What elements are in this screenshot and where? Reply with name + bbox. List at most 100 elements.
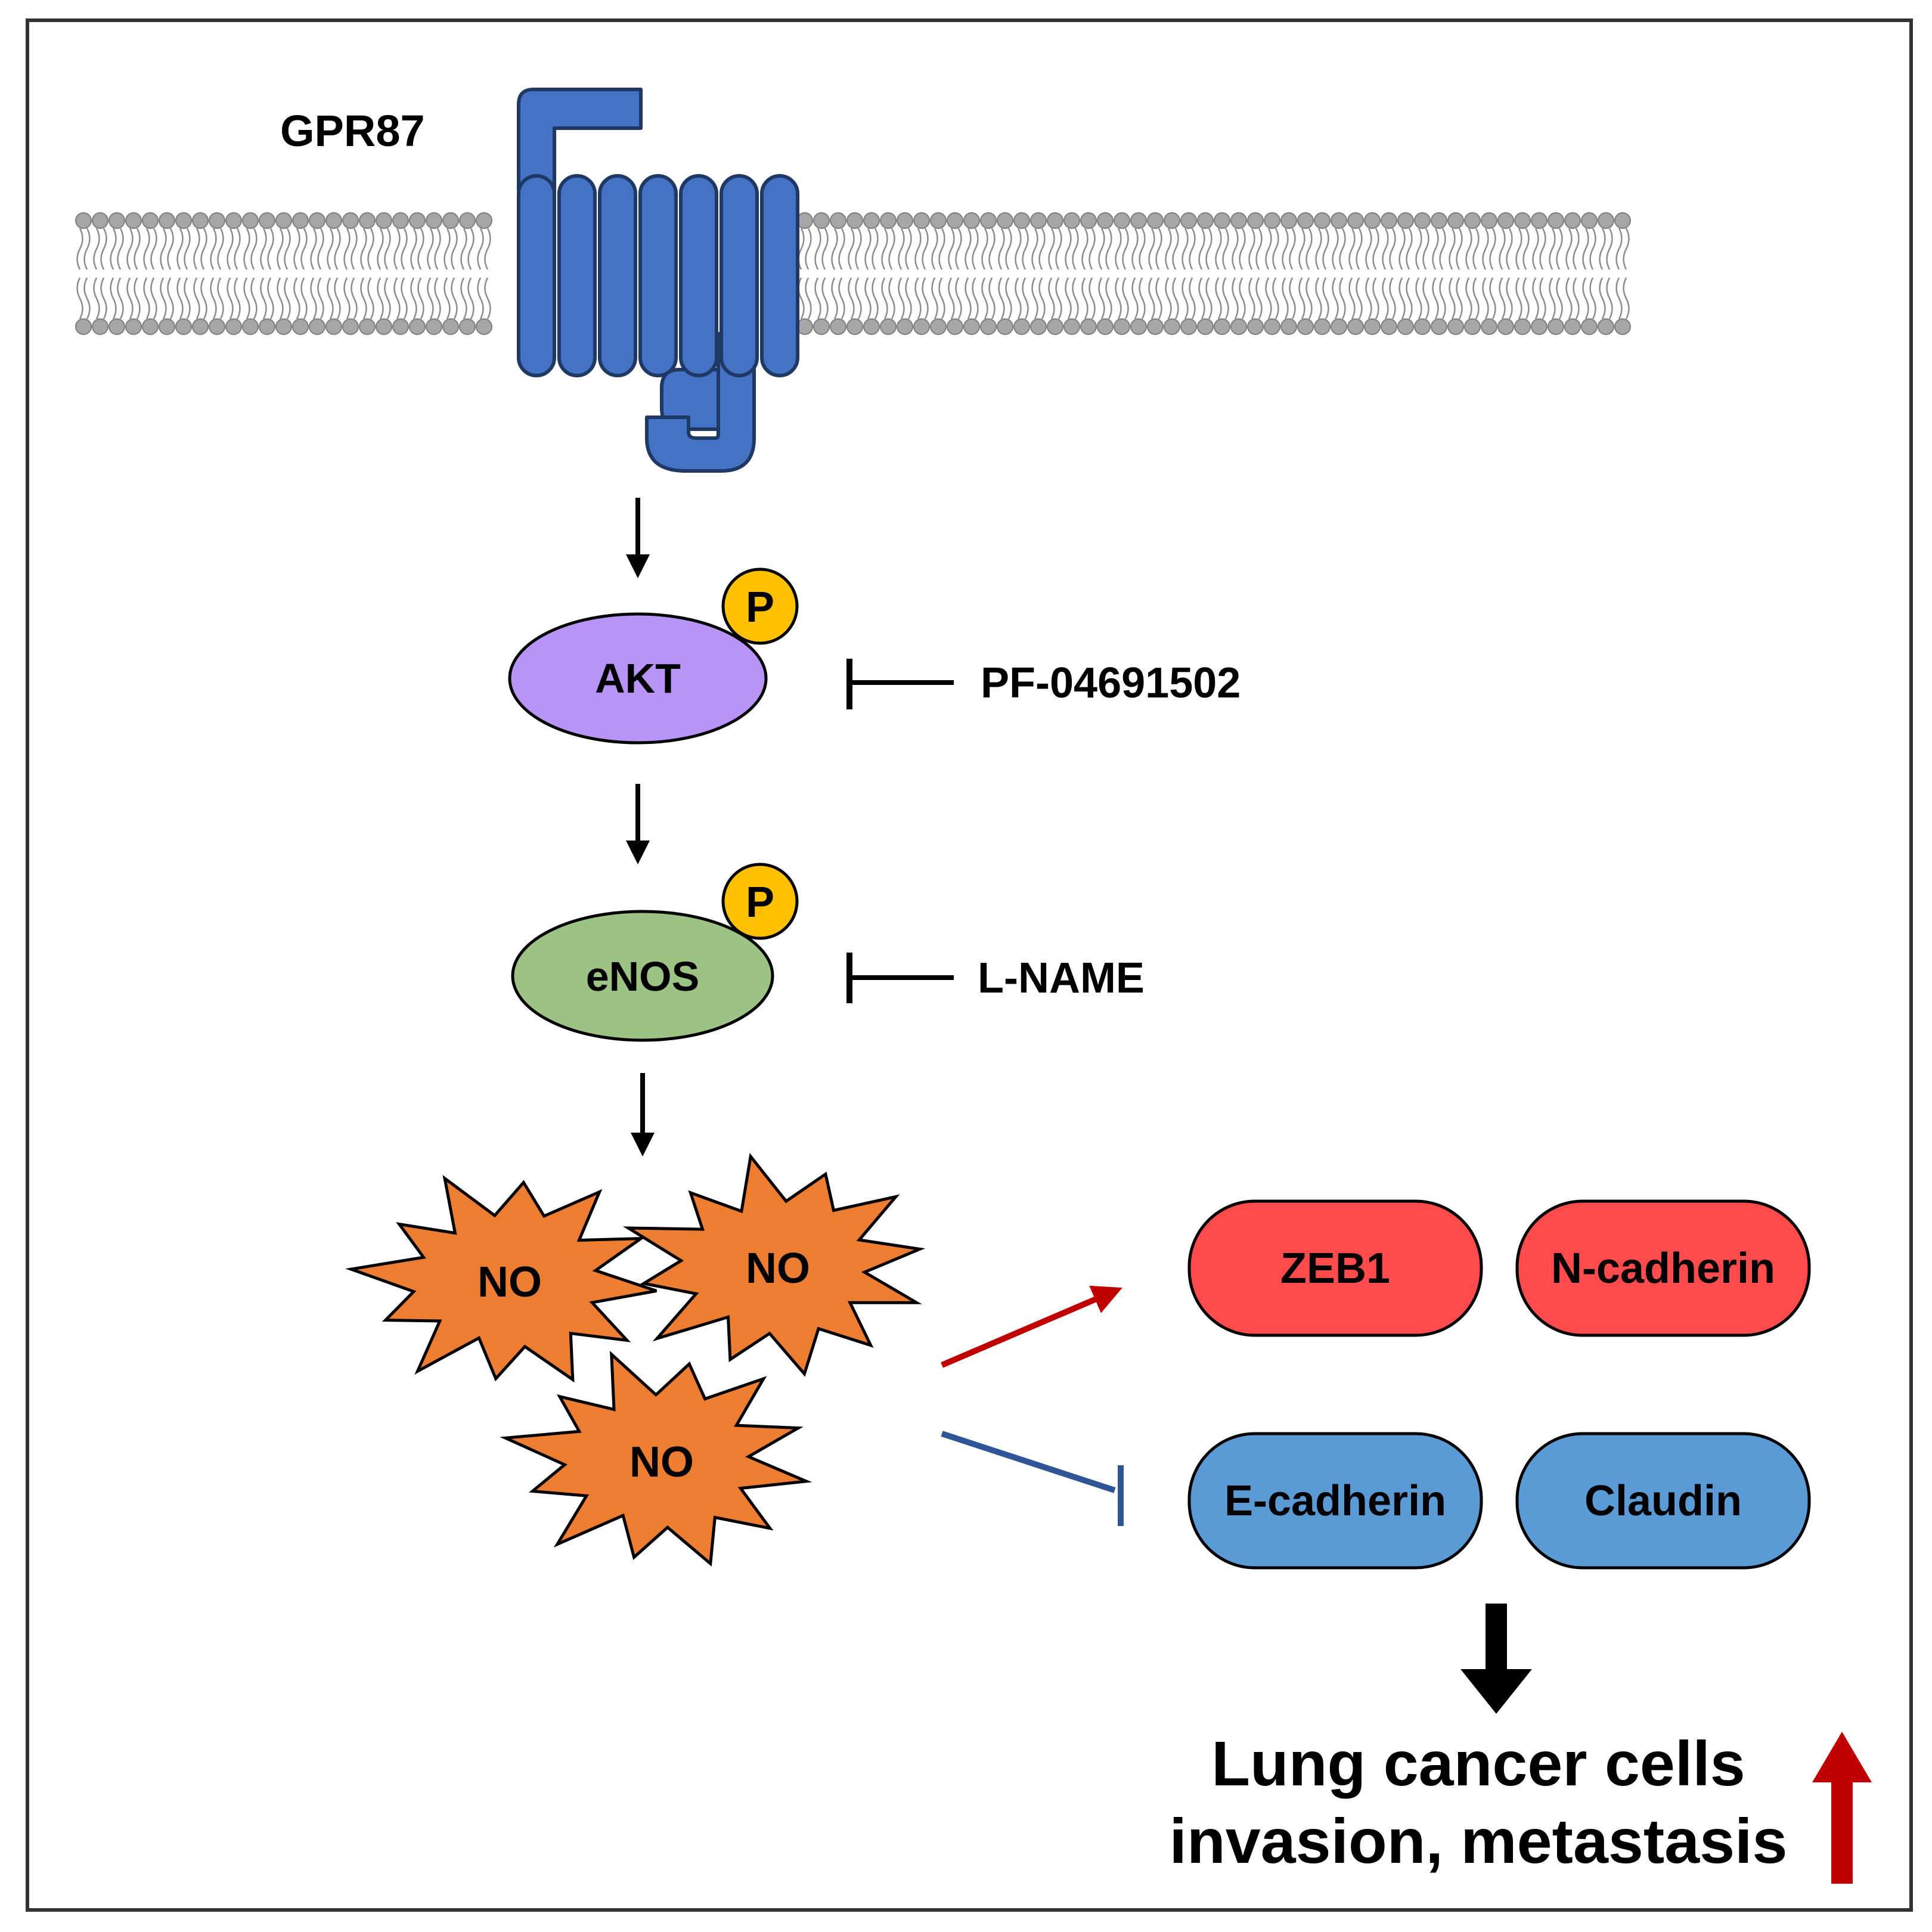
enos-node: eNOS P (511, 863, 799, 1042)
lipid-head (1614, 318, 1631, 335)
lipid-head (1280, 212, 1297, 229)
lipid-tail (444, 277, 451, 320)
akt-phospho-label: P (746, 584, 774, 631)
lipid-tail (1623, 277, 1630, 320)
lipid-tail (93, 228, 100, 270)
lipid-tail (1515, 228, 1522, 270)
lipid-tail (1382, 277, 1389, 320)
lipid-tail (401, 277, 408, 320)
lipid-head (880, 318, 897, 335)
n-cadherin-pill (1515, 1199, 1811, 1337)
receptor-n-terminus (517, 88, 643, 197)
lipid-head (225, 212, 242, 229)
lipid-head (830, 212, 846, 229)
lipid-tail (260, 228, 267, 270)
lipid-tail (1556, 228, 1563, 270)
transmembrane-helix-5 (679, 174, 718, 377)
lipid-head (1164, 212, 1180, 229)
lipid-tail (905, 228, 912, 270)
lipid-head (1314, 212, 1331, 229)
lipid-tail (1348, 277, 1356, 320)
lipid-tail (1532, 277, 1539, 320)
lipid-tail (872, 277, 879, 320)
transmembrane-helix-1 (517, 174, 556, 377)
lipid-head (426, 318, 442, 335)
lipid-tail (417, 277, 424, 320)
lipid-head (997, 212, 1013, 229)
lipid-head (1297, 318, 1314, 335)
lipid-head (1247, 318, 1264, 335)
lipid-tail (317, 228, 324, 270)
lipid-head (1197, 212, 1214, 229)
lipid-tail (1432, 277, 1439, 320)
lipid-head (1564, 318, 1581, 335)
lipid-tail (1189, 277, 1196, 320)
lipid-tail (467, 277, 475, 320)
lipid-tail (1105, 228, 1112, 270)
lipid-head (108, 318, 125, 335)
lipid-tail (1122, 277, 1129, 320)
lipid-head (1381, 212, 1397, 229)
lipid-head (1464, 318, 1481, 335)
lipid-tail (1265, 228, 1272, 270)
lipid-head (1364, 212, 1381, 229)
lipid-tail (384, 228, 391, 270)
lipid-tail (384, 277, 391, 320)
lipid-tail (126, 228, 134, 270)
lipid-tail (360, 228, 367, 270)
lipid-head (209, 318, 225, 335)
lipid-head (863, 212, 880, 229)
lipid-tail (881, 277, 888, 320)
transmembrane-helices (517, 174, 799, 377)
lipid-tail (143, 228, 150, 270)
lipid-tail (1055, 277, 1062, 320)
lipid-tail (1499, 277, 1506, 320)
lipid-head (108, 212, 125, 229)
lipid-tail (972, 228, 979, 270)
lipid-tail (1255, 277, 1263, 320)
increase-arrow (1812, 1732, 1872, 1884)
outcome-line-1: Lung cancer cells (1211, 1729, 1745, 1799)
lipid-tail (460, 277, 467, 320)
lipid-tail (1022, 277, 1029, 320)
lipid-tail (227, 277, 234, 320)
lipid-tail (864, 228, 872, 270)
lipid-head (1264, 212, 1280, 229)
lipid-tail (938, 228, 945, 270)
lipid-tail (1339, 277, 1346, 320)
lipid-tail (1289, 277, 1296, 320)
lipid-tail (931, 228, 938, 270)
lipid-head (897, 318, 913, 335)
lipid-tail (227, 228, 234, 270)
lipid-head (1581, 318, 1598, 335)
lipid-tail (965, 277, 972, 320)
lipid-tail (981, 228, 988, 270)
e-cadherin-label: E-cadherin (1224, 1477, 1446, 1525)
lipid-tail (922, 277, 929, 320)
lipid-head (813, 212, 830, 229)
lipid-head (1013, 212, 1030, 229)
lipid-tail (1589, 277, 1596, 320)
lipid-tail (484, 277, 491, 320)
lipid-tail (1115, 228, 1122, 270)
lipid-tail (110, 277, 117, 320)
lipid-tail (1522, 228, 1530, 270)
lipid-tail (1139, 277, 1146, 320)
lipid-head (392, 212, 409, 229)
arrow-to-outcome (1460, 1604, 1532, 1714)
lipid-tail (250, 228, 258, 270)
transmembrane-helix-3 (598, 174, 637, 377)
n-cadherin-label: N-cadherin (1551, 1245, 1775, 1292)
lipid-tail (184, 277, 191, 320)
lipid-tail (1298, 277, 1305, 320)
lipid-tail (838, 277, 845, 320)
lipid-head (1214, 212, 1230, 229)
lipid-tail (1098, 277, 1105, 320)
lipid-head (1497, 318, 1514, 335)
lipid-head (242, 318, 259, 335)
lipid-head (325, 212, 342, 229)
lipid-head (259, 318, 275, 335)
lipid-tail (217, 228, 224, 270)
lipid-head (1614, 212, 1631, 229)
lipid-tail (293, 228, 300, 270)
